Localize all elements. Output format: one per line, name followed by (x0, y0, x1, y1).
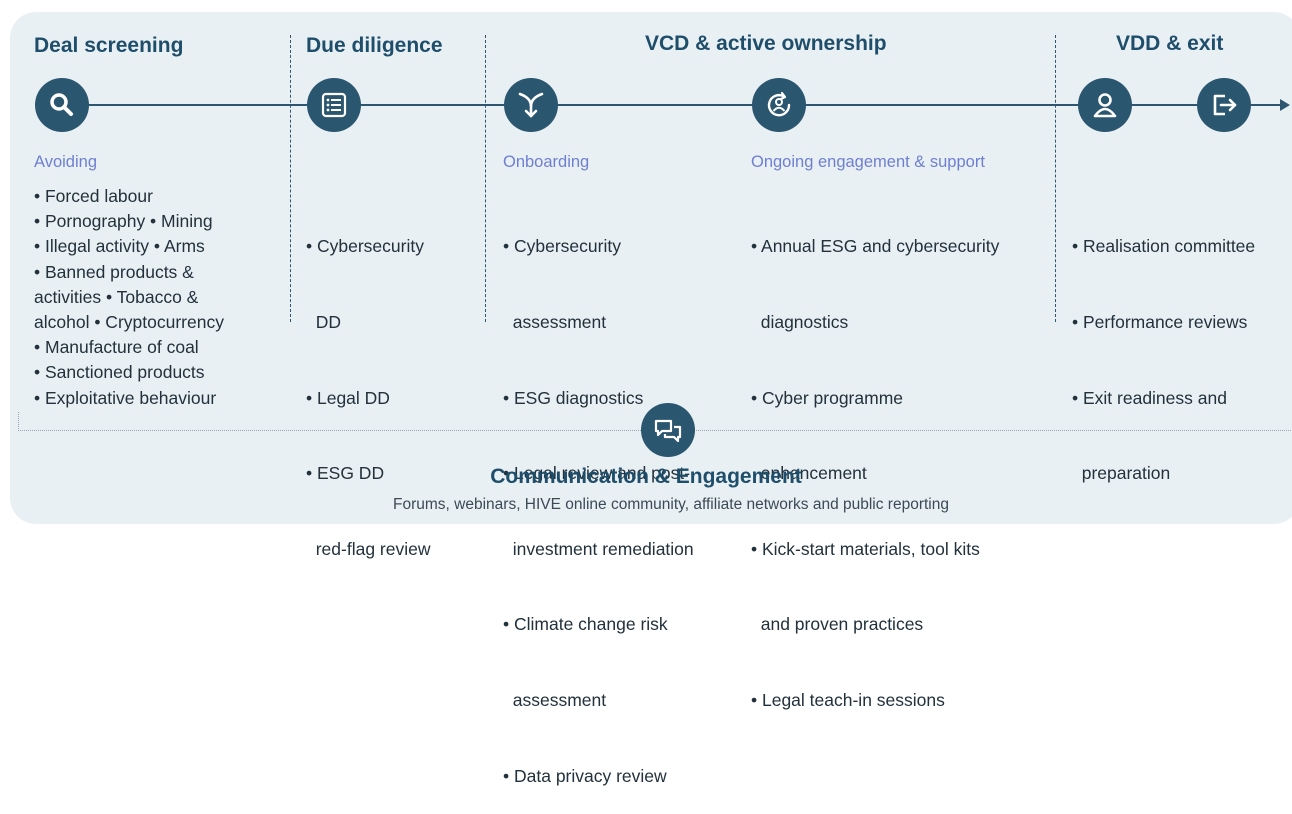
list-item: assessment (503, 312, 607, 333)
list-item: • Cyber programme (751, 387, 904, 408)
exit-icon (1213, 94, 1237, 116)
chat-icon (654, 419, 682, 443)
list-item: diagnostics (751, 312, 849, 333)
heading-due-diligence: Due diligence (306, 34, 443, 57)
onboarding-circle (504, 78, 558, 132)
separator-3 (1055, 35, 1056, 322)
list-item: • Forced labour (34, 186, 153, 206)
list-icon (321, 92, 347, 118)
list-item: and proven practices (751, 614, 924, 635)
list-item: • Data privacy review (503, 765, 667, 786)
list-item: • Performance reviews (1072, 312, 1248, 333)
merge-icon (518, 92, 544, 118)
heading-vdd-exit: VDD & exit (1116, 32, 1224, 55)
list-item: red-flag review (306, 538, 431, 559)
list-item: assessment (503, 690, 607, 711)
communication-subtitle: Forums, webinars, HIVE online community,… (393, 496, 949, 513)
list-item: • Exit readiness and (1072, 387, 1227, 408)
timeline-arrowhead (1280, 99, 1290, 111)
list-item: • Banned products & (34, 261, 194, 282)
due-diligence-circle (307, 78, 361, 132)
list-item: • Legal teach-in sessions (751, 690, 945, 711)
list-item: alcohol • Cryptocurrency (34, 312, 224, 333)
list-item: enhancement (751, 463, 867, 484)
list-item: • Legal review and post- (503, 463, 691, 484)
list-item: • Kick-start materials, tool kits (751, 538, 980, 559)
due-diligence-list: • Cybersecurity DD • Legal DD • ESG DD r… (306, 184, 431, 587)
list-item: • ESG DD (306, 463, 385, 484)
list-item: activities • Tobacco & (34, 286, 199, 307)
list-item: • ESG diagnostics (503, 387, 644, 408)
deal-screening-list: • Forced labour • Pornography • Mining •… (34, 184, 224, 411)
separator-2 (485, 35, 486, 322)
communication-title: Communication & Engagement (490, 465, 802, 488)
subtitle-ongoing: Ongoing engagement & support (751, 153, 985, 171)
list-item: investment remediation (503, 538, 694, 559)
heading-vcd: VCD & active ownership (645, 32, 887, 55)
vdd-circle (1078, 78, 1132, 132)
ongoing-circle (752, 78, 806, 132)
list-item: • Cybersecurity (503, 236, 621, 257)
heading-deal-screening: Deal screening (34, 34, 184, 57)
list-item: • Realisation committee (1072, 236, 1256, 257)
subtitle-onboarding: Onboarding (503, 153, 590, 171)
list-item: • Annual ESG and cybersecurity (751, 236, 1000, 257)
list-item: • Manufacture of coal (34, 337, 199, 358)
person-icon (1093, 93, 1117, 118)
subtitle-avoiding: Avoiding (34, 153, 97, 171)
list-item: • Exploitative behaviour (34, 387, 217, 408)
list-item: • Cybersecurity (306, 236, 424, 257)
communication-circle (641, 403, 695, 457)
vdd-exit-list: • Realisation committee • Performance re… (1072, 184, 1255, 512)
list-item: • Legal DD (306, 387, 390, 408)
engagement-icon (767, 91, 791, 117)
timeline-line (62, 104, 1282, 106)
ongoing-list: • Annual ESG and cybersecurity diagnosti… (751, 184, 999, 738)
list-item: • Climate change risk (503, 614, 668, 635)
exit-circle (1197, 78, 1251, 132)
search-icon (50, 93, 73, 116)
list-item: • Sanctioned products (34, 362, 205, 383)
separator-1 (290, 35, 291, 322)
deal-screening-circle (35, 78, 89, 132)
list-item: • Pornography • Mining (34, 211, 213, 232)
list-item: • Illegal activity • Arms (34, 236, 205, 257)
list-item: preparation (1072, 463, 1171, 484)
list-item: DD (306, 312, 341, 333)
